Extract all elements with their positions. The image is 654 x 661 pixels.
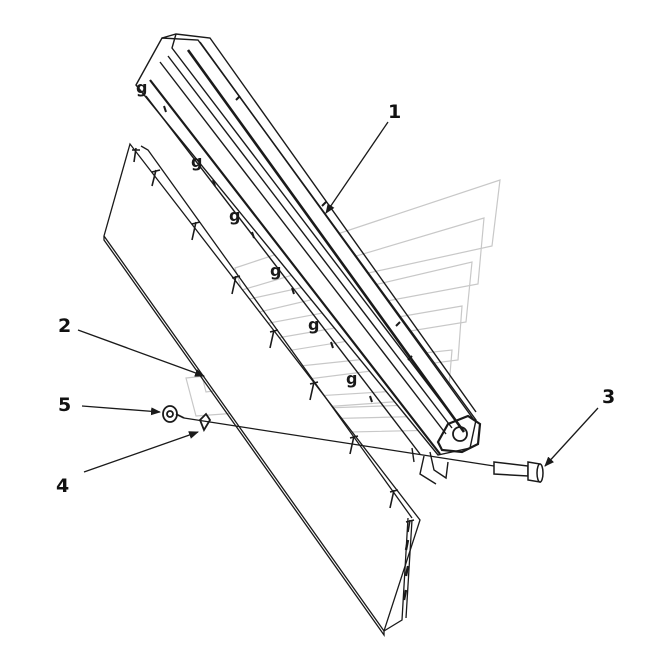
callout-2: 2	[58, 315, 71, 337]
callout-3: 3	[602, 386, 615, 408]
leader-5	[81, 405, 161, 416]
svg-text:g: g	[346, 369, 357, 388]
leader-lines	[77, 121, 599, 473]
callout-1: 1	[388, 101, 401, 123]
profile-slot-marks: g g g g g g	[136, 78, 373, 403]
leader-3	[544, 407, 599, 467]
nut-part-5	[162, 405, 185, 423]
washer-part-4	[198, 412, 212, 433]
svg-text:g: g	[191, 152, 202, 171]
callout-4: 4	[56, 475, 69, 497]
svg-text:g: g	[136, 78, 147, 97]
leader-1	[325, 121, 389, 214]
svg-text:g: g	[308, 315, 319, 334]
callout-5: 5	[58, 394, 71, 416]
svg-text:g: g	[229, 206, 240, 225]
bolt-part-3	[493, 461, 544, 483]
leader-4	[83, 431, 199, 473]
rubber-flap-panel	[103, 142, 421, 638]
callout-labels: 1 2 3 4 5	[56, 101, 615, 497]
flap-clips	[132, 147, 415, 601]
assembly-axis-line	[183, 417, 495, 467]
svg-text:g: g	[270, 261, 281, 280]
extrusion-profile	[135, 33, 482, 485]
leader-2	[77, 329, 205, 377]
